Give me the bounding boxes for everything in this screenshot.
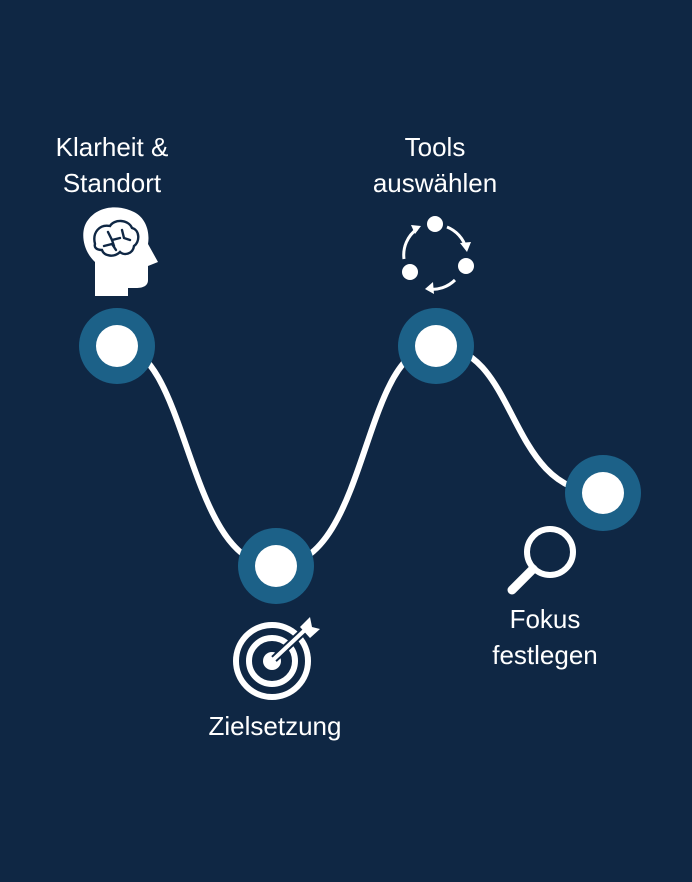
step-node-3 <box>398 308 474 384</box>
brain-head-icon <box>83 207 158 296</box>
step-node-2 <box>238 528 314 604</box>
step-node-4 <box>565 455 641 531</box>
step-node-1 <box>79 308 155 384</box>
target-arrow-icon <box>233 617 320 700</box>
step-label-1: Klarheit & Standort <box>55 132 169 198</box>
step-label-4: Fokus festlegen <box>492 604 598 670</box>
magnifier-icon <box>507 526 576 595</box>
step-label-2: Zielsetzung <box>208 711 342 741</box>
step-label-3: Tools auswählen <box>372 132 498 198</box>
cycle-icon <box>402 216 474 294</box>
journey-path <box>114 342 606 570</box>
